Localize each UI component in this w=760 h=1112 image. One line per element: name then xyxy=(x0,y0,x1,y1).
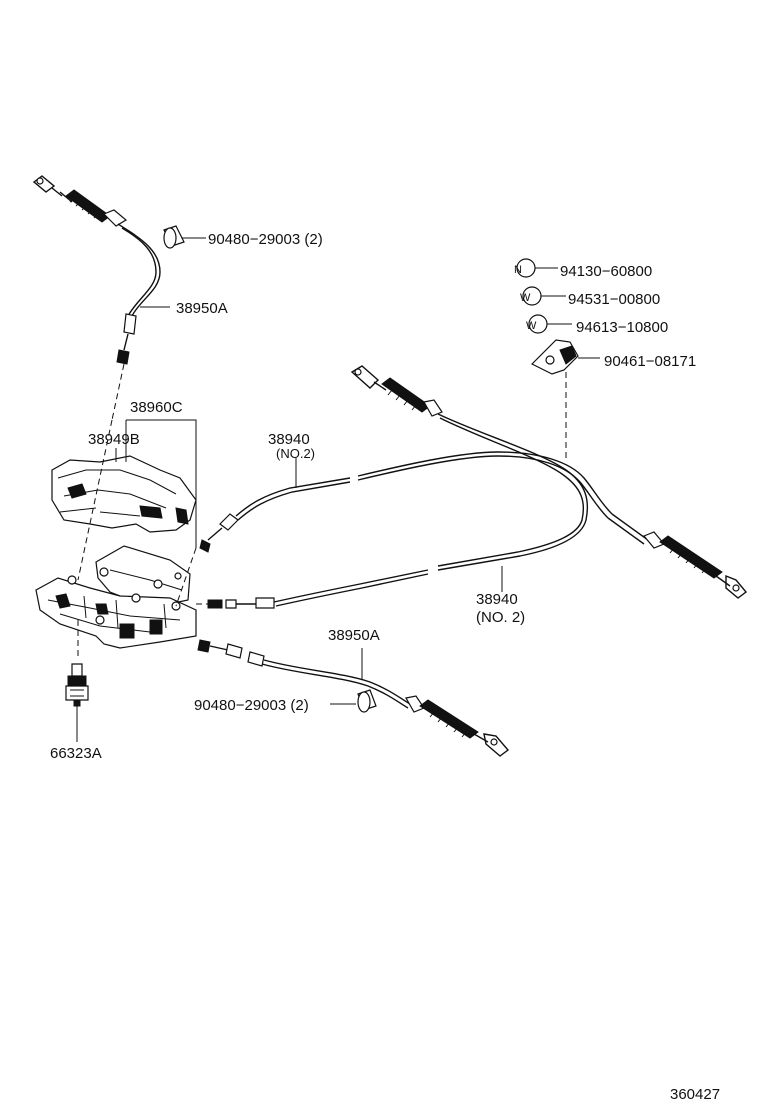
clamp-90461 xyxy=(530,339,600,375)
label-cable-no2-upper: 38940 xyxy=(268,431,310,448)
lower-shift-cable-38940 xyxy=(196,365,589,609)
label-washer1: 94531−00800 xyxy=(568,291,660,308)
label-cable-bottom: 38950A xyxy=(328,627,380,644)
switch-66323a xyxy=(65,620,89,742)
label-cable-no2-lower-sub: (NO. 2) xyxy=(476,609,525,626)
washer2-symbol-letter: W xyxy=(526,320,537,332)
lower-select-cable-38950a xyxy=(197,639,510,757)
label-washer2: 94613−10800 xyxy=(576,319,668,336)
label-cable-no2-lower: 38940 xyxy=(476,591,518,608)
nut-symbol-letter: N xyxy=(514,264,522,276)
label-clamp: 90461−08171 xyxy=(604,353,696,370)
figure-code: 360427 xyxy=(670,1086,720,1103)
grommet-bottom xyxy=(330,689,377,713)
label-nut: 94130−60800 xyxy=(560,263,652,280)
label-cable-no2-upper-sub: (NO.2) xyxy=(276,446,315,461)
grommet-top xyxy=(163,225,206,249)
shift-lever-assembly xyxy=(35,419,197,649)
washer1-symbol-letter: W xyxy=(520,292,531,304)
label-cable-top: 38950A xyxy=(176,300,228,317)
label-switch: 66323A xyxy=(50,745,102,762)
washer-94531 xyxy=(522,286,566,306)
nut-94130 xyxy=(516,258,558,278)
label-grommet-top: 90480−29003 (2) xyxy=(208,231,323,248)
upper-shift-cable-38940 xyxy=(199,451,748,599)
label-cover-38949b: 38949B xyxy=(88,431,140,448)
label-grommet-bottom: 90480−29003 (2) xyxy=(194,697,309,714)
washer-94613 xyxy=(528,314,572,334)
label-assy-38960c: 38960C xyxy=(130,399,183,416)
upper-select-cable-38950a xyxy=(32,175,170,421)
